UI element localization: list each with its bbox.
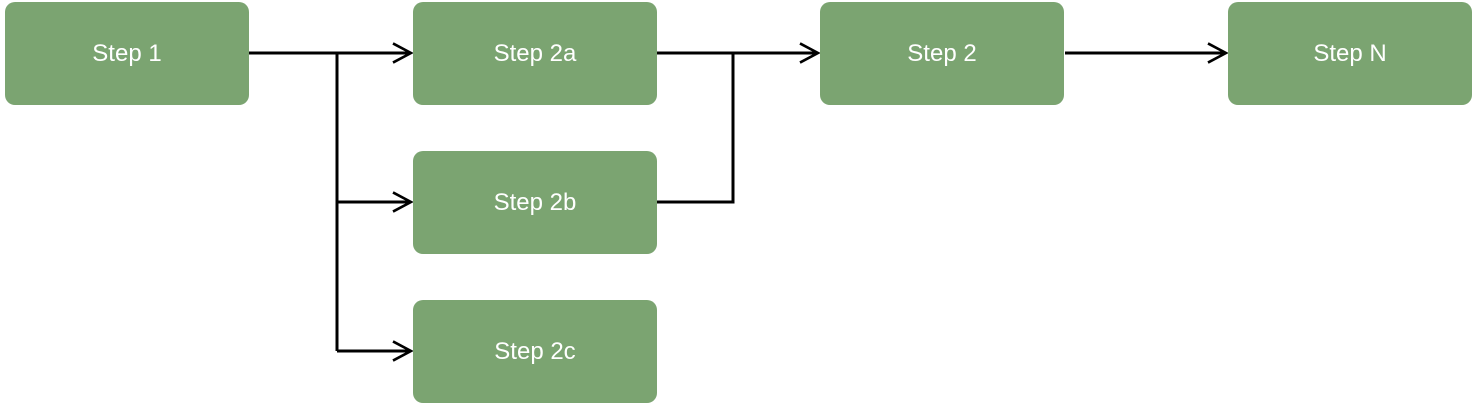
node-step-n: Step N — [1228, 2, 1472, 105]
node-step-2c: Step 2c — [413, 300, 657, 403]
node-step-2b: Step 2b — [413, 151, 657, 254]
node-step-2a: Step 2a — [413, 2, 657, 105]
edge-step2b-step2-merge — [656, 53, 735, 204]
node-step-1: Step 1 — [5, 2, 249, 105]
node-step-2: Step 2 — [820, 2, 1064, 105]
